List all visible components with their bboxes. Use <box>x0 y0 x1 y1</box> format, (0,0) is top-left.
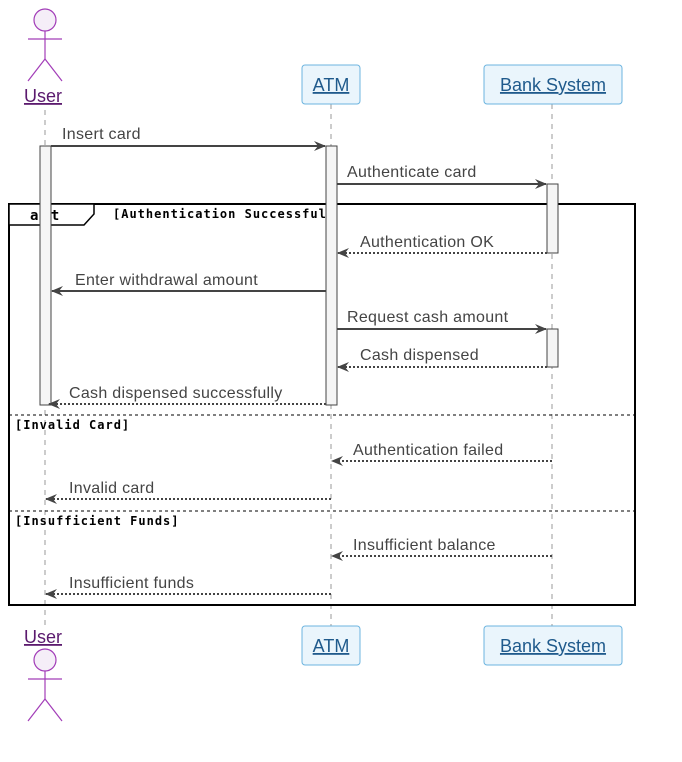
message-cash-dispensed-successfully: Cash dispensed successfully <box>48 385 326 409</box>
actor-icon <box>27 8 63 82</box>
actor-user-top: User <box>24 8 63 106</box>
guard-authentication-successful: [Authentication Successful] <box>113 207 335 221</box>
message-label: Enter withdrawal amount <box>75 272 258 289</box>
message-authentication-ok: Authentication OK <box>337 234 547 258</box>
activation-user <box>39 145 52 406</box>
participant-label[interactable]: Bank System <box>500 636 606 656</box>
message-insufficient-balance: Insufficient balance <box>331 537 552 561</box>
participant-atm-bottom: ATM <box>301 625 361 666</box>
participant-box <box>483 64 623 105</box>
alt-fragment: alt [Authentication Successful] [Invalid… <box>8 203 636 606</box>
guard-invalid-card: [Invalid Card] <box>15 418 130 432</box>
participant-box <box>301 625 361 666</box>
participant-label[interactable]: Bank System <box>500 75 606 95</box>
message-cash-dispensed: Cash dispensed <box>337 347 547 372</box>
participant-label[interactable]: ATM <box>313 75 350 95</box>
message-label: Request cash amount <box>347 309 509 326</box>
participant-box <box>301 64 361 105</box>
guard-insufficient-funds: [Insufficient Funds] <box>15 514 180 528</box>
message-label: Authentication failed <box>353 442 503 459</box>
message-enter-withdrawal-amount: Enter withdrawal amount <box>51 272 326 296</box>
message-label: Authentication OK <box>360 234 494 251</box>
participant-atm-top: ATM <box>301 64 361 105</box>
message-label: Authenticate card <box>347 164 477 181</box>
message-insufficient-funds: Insufficient funds <box>45 575 331 599</box>
message-label: Cash dispensed <box>360 347 479 364</box>
participant-box <box>483 625 623 666</box>
message-label: Insufficient balance <box>353 537 496 554</box>
message-authenticate-card: Authenticate card <box>337 164 547 189</box>
activation-atm <box>325 145 338 406</box>
message-invalid-card: Invalid card <box>45 480 331 504</box>
message-insert-card: Insert card <box>51 126 326 151</box>
message-label: Insufficient funds <box>69 575 194 592</box>
message-authentication-failed: Authentication failed <box>331 442 552 466</box>
participant-bank-bottom: Bank System <box>483 625 623 666</box>
actor-label[interactable]: User <box>24 627 62 647</box>
participant-bank-top: Bank System <box>483 64 623 105</box>
message-label: Cash dispensed successfully <box>69 385 283 402</box>
actor-icon <box>27 648 63 722</box>
actor-label[interactable]: User <box>24 86 62 106</box>
message-label: Insert card <box>62 126 141 143</box>
actor-user-bottom: User <box>24 627 63 722</box>
participant-label[interactable]: ATM <box>313 636 350 656</box>
fragment-frame <box>8 203 636 606</box>
message-label: Invalid card <box>69 480 154 497</box>
activation-bank-1 <box>546 183 559 254</box>
activation-bank-2 <box>546 328 559 368</box>
message-request-cash-amount: Request cash amount <box>337 309 547 334</box>
